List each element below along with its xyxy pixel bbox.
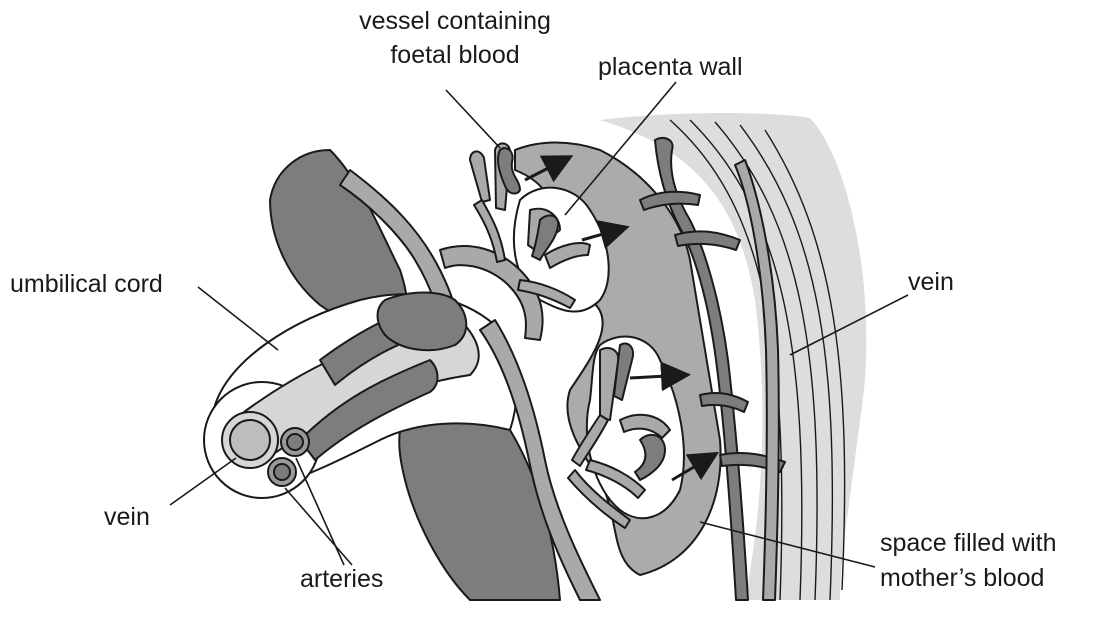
cord-artery-end-2-inner bbox=[274, 464, 290, 480]
label-vein-right: vein bbox=[908, 268, 954, 296]
label-space-line2: mother’s blood bbox=[880, 564, 1044, 592]
cord-artery-end-1-inner bbox=[287, 434, 303, 450]
label-umbilical-cord: umbilical cord bbox=[10, 270, 163, 298]
label-space-line1: space filled with bbox=[880, 529, 1056, 557]
label-vessel-line2: foetal blood bbox=[390, 41, 519, 69]
leader-umbilical-cord bbox=[198, 287, 278, 350]
cord-vein-inner bbox=[230, 420, 270, 460]
label-arteries: arteries bbox=[300, 565, 383, 593]
leader-vessel bbox=[446, 90, 500, 148]
leader-arteries-1 bbox=[296, 458, 344, 565]
label-vessel-line1: vessel containing bbox=[359, 7, 551, 35]
leader-arteries-2 bbox=[285, 488, 352, 565]
label-vein-left: vein bbox=[104, 503, 150, 531]
label-placenta-wall: placenta wall bbox=[598, 53, 743, 81]
